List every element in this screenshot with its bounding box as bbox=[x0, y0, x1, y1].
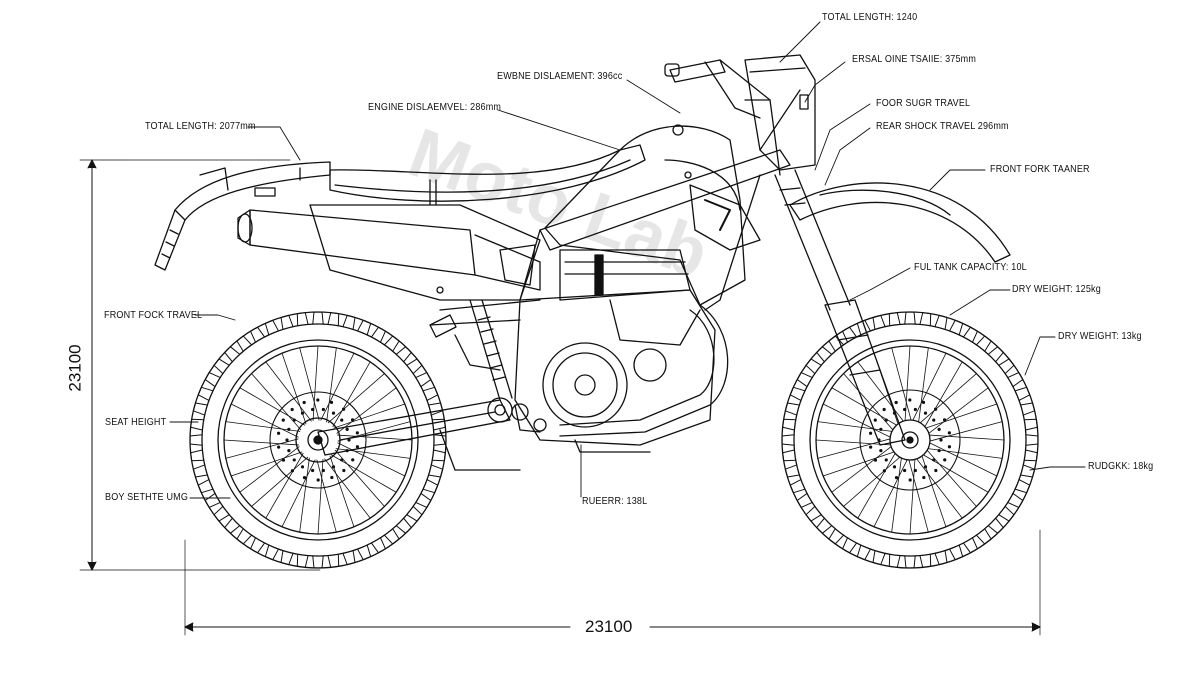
rear-shock bbox=[470, 300, 512, 400]
footpeg-assembly bbox=[430, 315, 540, 432]
rear-fender bbox=[155, 162, 330, 270]
callout-bottom-left: BOY SETHTE UMG bbox=[105, 491, 189, 503]
fuel-tank bbox=[545, 125, 760, 305]
height-dimension-label: 23100 bbox=[65, 344, 85, 392]
swingarm bbox=[318, 398, 520, 470]
callout-total-length-left: TOTAL LENGTH: 2077mm bbox=[145, 120, 256, 132]
callout-engine-disl: ENGINE DISLAEMVEL: 286mm bbox=[368, 101, 502, 113]
leader-lines bbox=[170, 22, 1085, 498]
callout-front-fork-taner: FRONT FORK TAANER bbox=[990, 163, 1090, 175]
callout-seat-height: SEAT HEIGHT bbox=[105, 416, 167, 428]
engine bbox=[512, 250, 715, 452]
rear-wheel bbox=[190, 312, 446, 568]
side-panel bbox=[310, 205, 540, 300]
front-end bbox=[665, 55, 905, 445]
callout-total-length-top: TOTAL LENGTH: 1240 bbox=[822, 11, 918, 23]
callout-rudgkk: RUDGKK: 18kg bbox=[1088, 460, 1154, 472]
callout-rear-shock: REAR SHOCK TRAVEL 296mm bbox=[876, 120, 1009, 132]
front-fender bbox=[790, 183, 1010, 262]
front-wheel bbox=[782, 312, 1038, 568]
callout-fuel-tank: FUL TANK CAPACITY: 10L bbox=[914, 261, 1027, 273]
callout-dry-weight-1: DRY WEIGHT: 125kg bbox=[1012, 283, 1101, 295]
callout-ersal-oine: ERSAL OINE TSAIIE: 375mm bbox=[852, 53, 977, 65]
wheelbase-dimension-label: 23100 bbox=[585, 617, 633, 636]
watermark: Moto Lab bbox=[399, 113, 718, 293]
seat bbox=[330, 145, 645, 205]
dimension-lines bbox=[80, 160, 1040, 635]
callout-front-fork-travel: FRONT FOCK TRAVEL bbox=[104, 309, 203, 321]
exhaust bbox=[238, 210, 728, 436]
callout-foor-sugr: FOOR SUGR TRAVEL bbox=[876, 97, 971, 109]
callout-bottom-center: RUEERR: 138L bbox=[582, 495, 648, 507]
callout-dry-weight-2: DRY WEIGHT: 13kg bbox=[1058, 330, 1142, 342]
callout-ewbne: EWBNE DISLAEMENT: 396cc bbox=[497, 70, 623, 82]
